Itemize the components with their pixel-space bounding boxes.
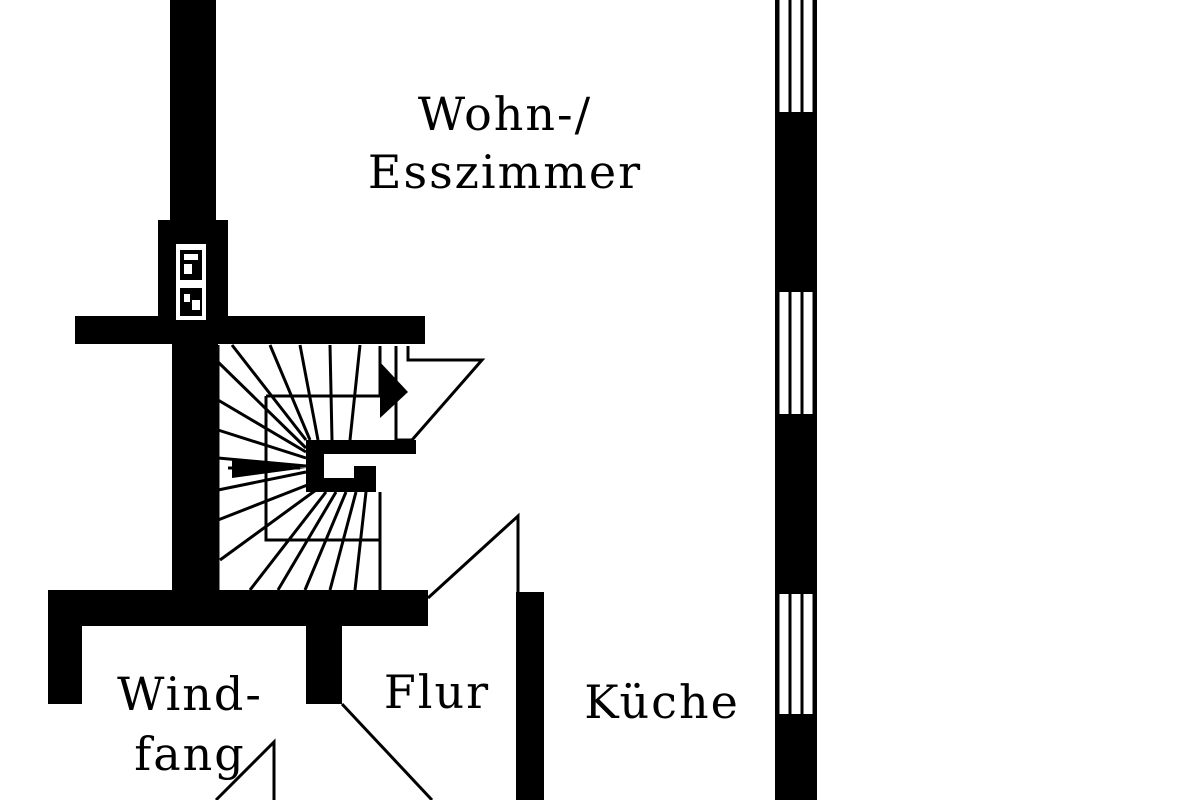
chimney-icon: [176, 244, 206, 320]
wall-above-stairs: [75, 316, 425, 344]
window-icon: [776, 292, 816, 414]
label-vestibule-line2: fang: [134, 727, 246, 781]
stair-landing-edge: [394, 346, 486, 442]
wall-hall-kitchen: [516, 592, 544, 800]
window-icon: [776, 0, 816, 112]
wall-vestibule-hall: [306, 590, 342, 704]
stair-landing-wall: [306, 440, 416, 454]
exterior-wall-right: [775, 0, 817, 800]
window-icon: [776, 594, 816, 714]
wall-upper-left: [170, 0, 216, 222]
walls: [48, 0, 544, 800]
arrow-right-icon: [380, 362, 408, 418]
label-living-dining-line1: Wohn-/: [418, 87, 592, 141]
label-living-dining-line2: Esszimmer: [368, 145, 642, 199]
arrow-right-icon: [232, 458, 306, 478]
label-hallway: Flur: [384, 665, 490, 719]
wall-vestibule-left: [48, 590, 82, 704]
wall-below-stairs: [48, 590, 428, 626]
stair-core: [306, 440, 324, 490]
label-kitchen: Küche: [584, 675, 740, 729]
wall-left-stairs: [172, 330, 218, 600]
label-vestibule-line1: Wind-: [117, 667, 263, 721]
door-swing-icon: [214, 512, 520, 800]
room-labels: Wohn-/ Esszimmer Wind- fang Flur Küche: [117, 87, 740, 781]
stair-core-right: [354, 466, 376, 492]
